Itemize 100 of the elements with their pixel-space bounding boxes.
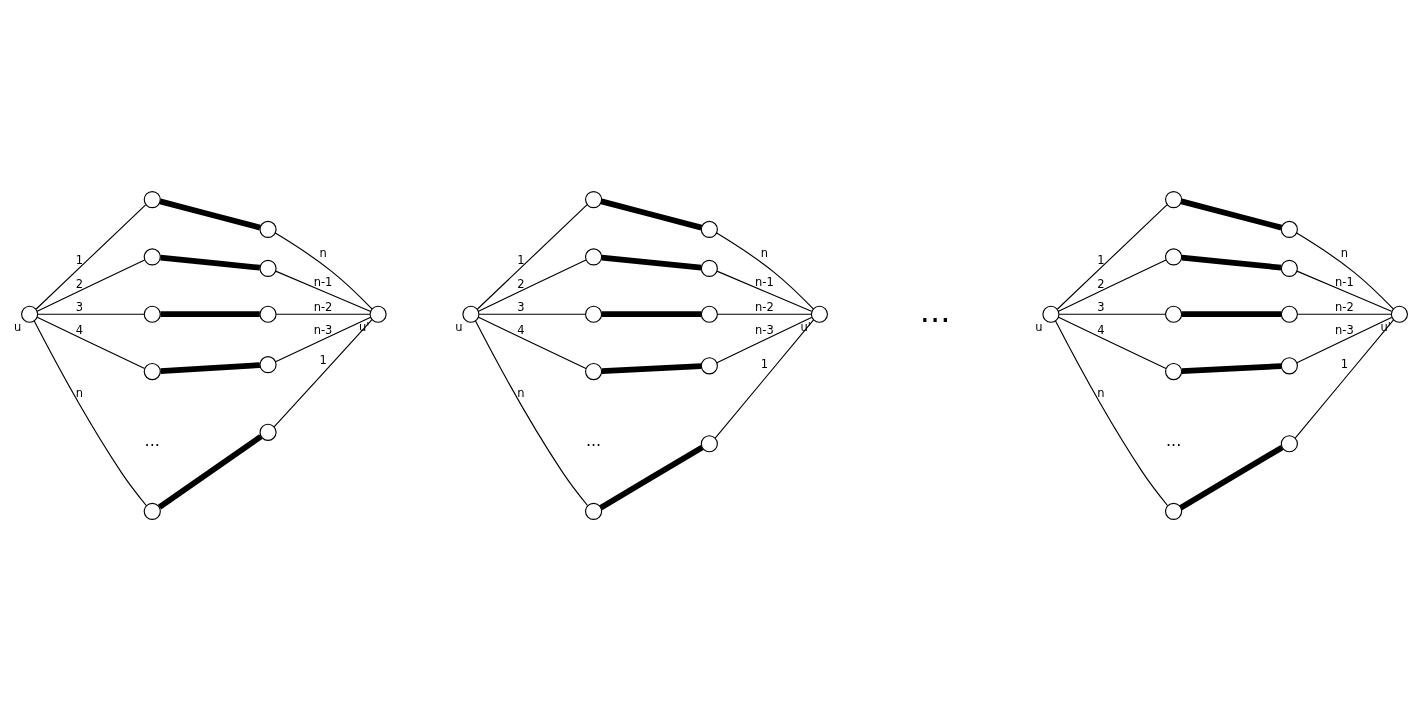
edge-label: n-1	[755, 274, 774, 289]
node-circle	[462, 305, 480, 323]
edge-label: n	[1340, 245, 1349, 260]
connector	[160, 361, 260, 374]
node-circle	[1042, 305, 1060, 323]
edge-label: 1	[1340, 356, 1349, 371]
edge-label: n-3	[755, 322, 774, 337]
connector	[275, 313, 371, 315]
connector	[716, 316, 813, 363]
connector	[37, 313, 145, 315]
connector	[160, 310, 260, 317]
node-circle	[143, 502, 161, 520]
node-circle	[1280, 220, 1298, 238]
node-circle	[810, 305, 828, 323]
node-circle	[1165, 247, 1183, 266]
node-circle	[143, 190, 161, 208]
connector	[1294, 318, 1395, 438]
connector	[1058, 316, 1167, 369]
connector	[716, 232, 814, 310]
node-circle	[259, 423, 277, 441]
edge-label: 1	[760, 356, 769, 371]
node-circle	[585, 502, 603, 520]
edge-label: 3	[75, 299, 84, 314]
node-circle	[1390, 305, 1408, 323]
connector	[273, 318, 373, 427]
connector	[1058, 258, 1167, 312]
node-circle	[1165, 305, 1183, 323]
connector	[1181, 362, 1282, 374]
connector	[477, 316, 587, 369]
connector	[1296, 270, 1393, 312]
connector	[1296, 232, 1394, 310]
node-circle	[585, 247, 603, 266]
edge-label: 4	[1097, 322, 1105, 337]
edge-label: n-1	[1335, 274, 1354, 289]
connector	[160, 254, 261, 270]
node-circle	[259, 355, 277, 373]
node-circle	[1280, 259, 1298, 277]
edge-label: n-2	[755, 299, 774, 314]
edge-label: 1	[1097, 252, 1105, 267]
node-label: u	[13, 319, 22, 334]
connector	[477, 203, 588, 310]
node-circle	[700, 259, 718, 277]
node-circle	[143, 305, 161, 323]
connector	[1055, 319, 1169, 506]
node-circle	[259, 259, 277, 277]
node-circle	[1165, 502, 1183, 520]
edge-label: n	[75, 385, 84, 400]
connector	[601, 310, 702, 317]
connector	[33, 319, 147, 506]
node-circle	[259, 305, 277, 323]
connector	[1179, 444, 1284, 510]
edge-label: n	[517, 385, 525, 400]
connector	[600, 198, 703, 230]
node-circle	[1280, 305, 1298, 323]
node-circle	[585, 190, 603, 208]
connector	[1181, 254, 1282, 270]
edge-label: n	[760, 245, 769, 260]
connector	[1297, 313, 1392, 315]
node-circle	[21, 305, 39, 323]
edge-label: n-1	[313, 274, 333, 289]
connector	[475, 319, 589, 506]
connector	[1180, 198, 1283, 230]
connector	[601, 254, 702, 270]
node-circle	[1165, 362, 1183, 380]
edge-label: n-2	[1335, 299, 1354, 314]
connector	[274, 232, 373, 310]
connector	[36, 316, 146, 369]
node-circle	[700, 220, 718, 238]
edge-label: 2	[1097, 276, 1105, 291]
connector	[1057, 203, 1168, 310]
node-circle	[700, 305, 718, 323]
node-circle	[585, 305, 603, 323]
connector	[477, 258, 587, 312]
edge-label: n	[1097, 385, 1105, 400]
node-circle	[259, 220, 277, 238]
connector	[159, 198, 261, 230]
node-label: u	[455, 319, 463, 334]
edge-label: n-3	[1335, 322, 1354, 337]
connector	[275, 316, 371, 362]
edge-label: 4	[75, 322, 84, 337]
connector	[1181, 310, 1282, 317]
connector	[1296, 316, 1393, 363]
node-circle	[700, 356, 718, 374]
connector	[157, 433, 263, 509]
node-circle	[1165, 190, 1183, 208]
connector	[275, 270, 371, 312]
connector	[478, 313, 587, 315]
node-circle	[1280, 356, 1298, 374]
node-circle	[700, 434, 718, 452]
edge-label: 1	[319, 352, 327, 367]
label: ...	[919, 291, 951, 330]
edge-label: n	[319, 245, 327, 260]
edge-label: n-3	[313, 322, 333, 337]
label: ...	[144, 430, 160, 450]
label: ...	[1165, 430, 1182, 450]
node-circle	[143, 247, 161, 266]
connector	[717, 313, 812, 315]
connector	[1058, 313, 1167, 315]
connector	[601, 362, 702, 374]
edge-label: n-2	[313, 299, 333, 314]
